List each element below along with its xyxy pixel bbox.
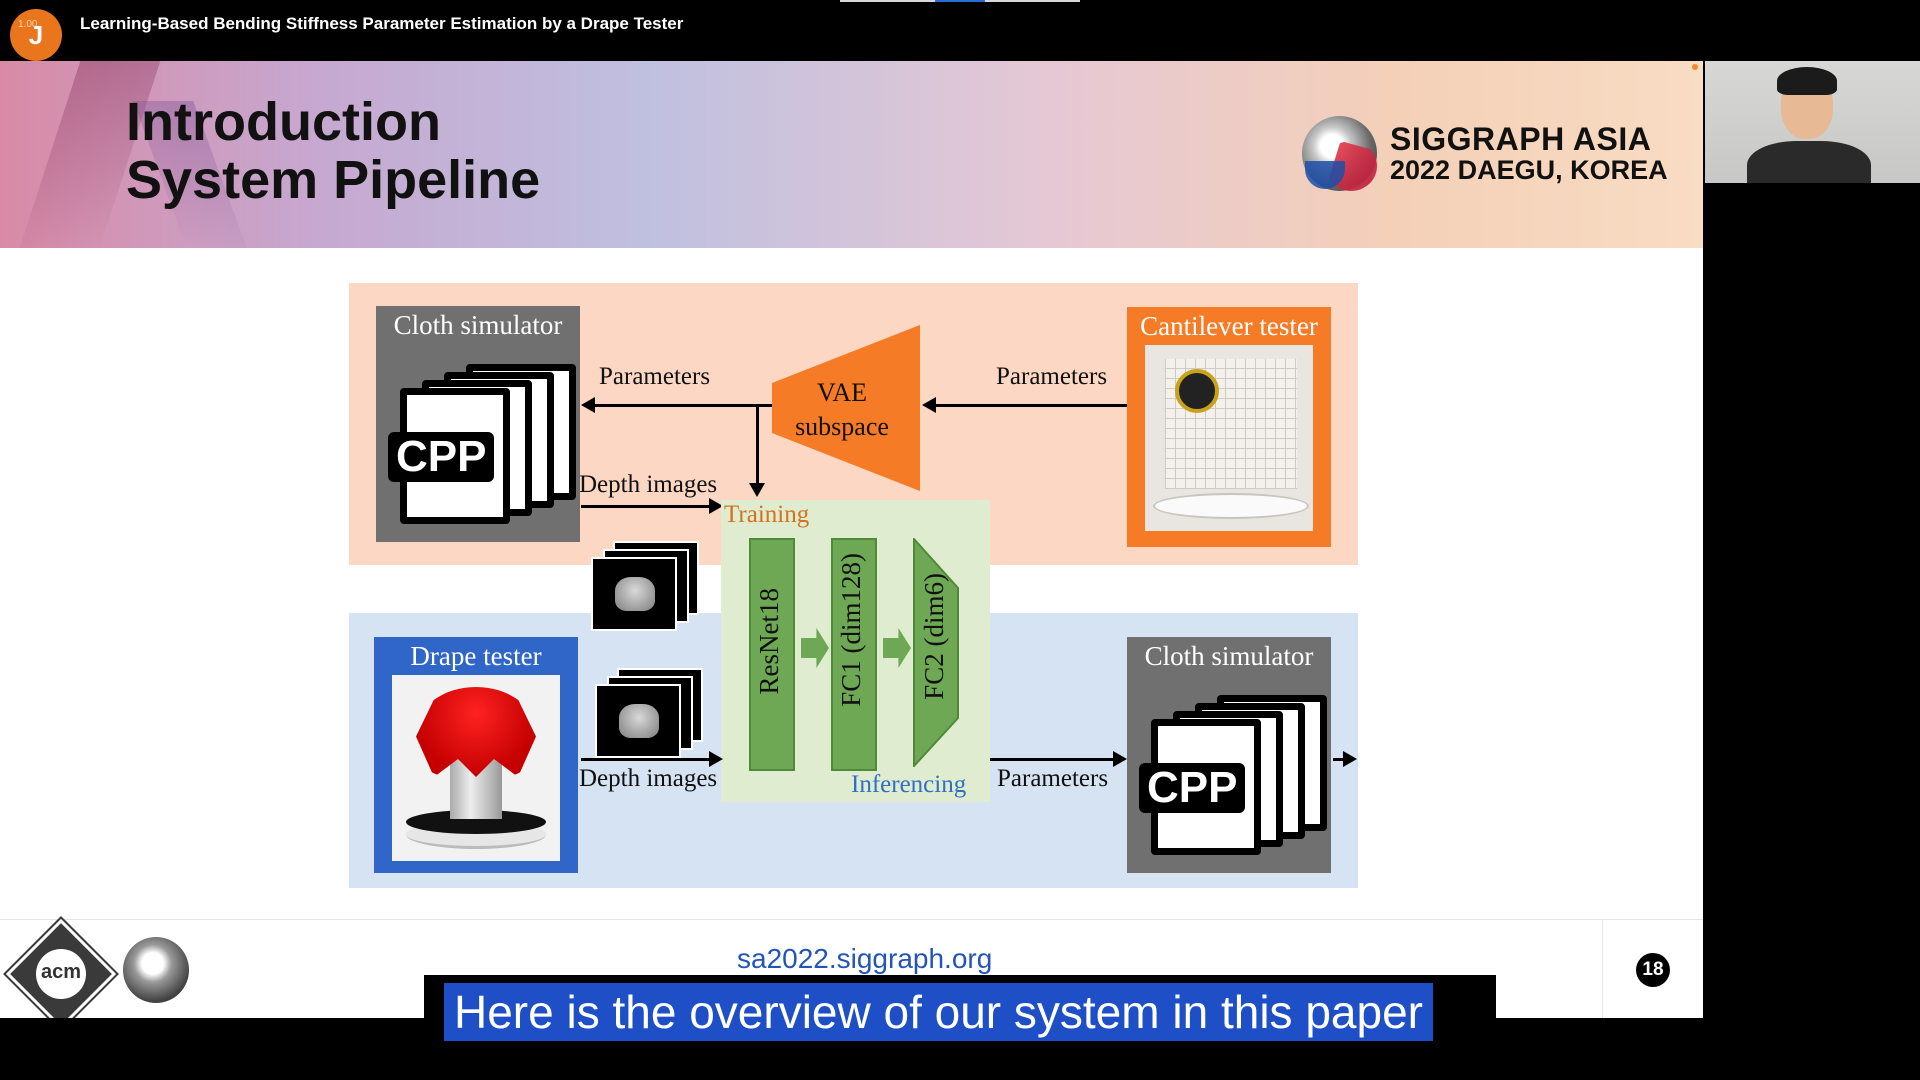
inferencing-label: Inferencing	[851, 771, 966, 799]
playback-rate: 1.00	[18, 19, 37, 30]
video-top-bar: 1.00 J Learning-Based Bending Stiffness …	[0, 0, 1920, 60]
presenter-webcam	[1705, 61, 1920, 183]
recording-dot-icon	[1692, 64, 1698, 70]
drape-tester-box: Drape tester	[374, 637, 578, 873]
tester-base	[1153, 493, 1309, 519]
slide-title-line1: Introduction	[126, 93, 540, 151]
footer-url[interactable]: sa2022.siggraph.org	[737, 943, 992, 975]
arrow-right-icon	[1113, 751, 1127, 767]
arrow-line	[581, 505, 711, 508]
cloth-simulator-bottom-box: Cloth simulator CPP	[1127, 637, 1331, 873]
presenter-hair	[1777, 67, 1837, 95]
pipeline-diagram: Cloth simulator CPP Parameters VAE subsp…	[349, 283, 1358, 888]
cpp-label: CPP	[388, 432, 494, 482]
arrow-line	[594, 404, 772, 407]
vae-label-line1: VAE	[779, 376, 905, 410]
vae-label: VAE subspace	[779, 376, 905, 444]
cpp-label: CPP	[1139, 763, 1245, 813]
arrow-left-icon	[922, 397, 936, 413]
depth-image-stack	[595, 684, 681, 758]
arrow-down-icon	[749, 483, 765, 497]
fc1-label: FC1 (dim128)	[836, 553, 867, 707]
red-cloth	[416, 687, 536, 777]
slide-title: Introduction System Pipeline	[126, 93, 540, 209]
cantilever-tester-title: Cantilever tester	[1127, 311, 1331, 342]
fc2-label: FC2 (dim6)	[919, 573, 950, 700]
arrow-left-icon	[581, 397, 595, 413]
cloth-simulator-top-box: Cloth simulator CPP	[376, 306, 580, 542]
arrow-line	[756, 405, 759, 485]
cantilever-photo	[1145, 345, 1313, 531]
conference-location: 2022 DAEGU, KOREA	[1390, 155, 1668, 186]
training-label: Training	[724, 501, 809, 529]
resnet-label: ResNet18	[754, 588, 785, 694]
presenter-avatar[interactable]: 1.00 J	[10, 9, 62, 61]
drape-tester-photo	[392, 675, 560, 861]
siggraph-mono-logo-icon	[123, 937, 189, 1003]
footer-vertical-divider	[1602, 919, 1603, 1018]
page-number: 18	[1636, 953, 1670, 987]
cloth-simulator-top-title: Cloth simulator	[376, 310, 580, 341]
progress-indicator-active	[935, 0, 985, 2]
presentation-slide: Introduction System Pipeline SIGGRAPH AS…	[0, 61, 1703, 1018]
drape-tester-title: Drape tester	[374, 641, 578, 672]
presenter-body	[1747, 141, 1871, 183]
cloth-simulator-bottom-title: Cloth simulator	[1127, 641, 1331, 672]
arrow-line	[581, 758, 711, 761]
slide-header: Introduction System Pipeline SIGGRAPH AS…	[0, 61, 1703, 248]
footer-divider	[0, 919, 1703, 920]
arrow-line	[990, 758, 1115, 761]
vae-label-line2: subspace	[779, 410, 905, 444]
motor-icon	[1175, 369, 1219, 413]
parameters-label: Parameters	[996, 363, 1107, 391]
slide-title-line2: System Pipeline	[126, 151, 540, 209]
drape-depth-shape	[615, 577, 655, 611]
depth-image-stack	[591, 557, 677, 631]
parameters-label: Parameters	[997, 765, 1108, 793]
depth-images-label: Depth images	[579, 471, 717, 499]
drape-depth-shape	[619, 704, 659, 738]
conference-name: SIGGRAPH ASIA	[1390, 121, 1651, 158]
acm-logo-text: acm	[36, 961, 86, 984]
cantilever-tester-box: Cantilever tester	[1127, 307, 1331, 547]
video-title: Learning-Based Bending Stiffness Paramet…	[80, 14, 683, 34]
parameters-label: Parameters	[599, 363, 710, 391]
subtitle-caption: Here is the overview of our system in th…	[444, 983, 1433, 1041]
arrow-right-icon	[1343, 751, 1357, 767]
depth-images-label: Depth images	[579, 765, 717, 793]
arrow-line	[935, 404, 1127, 407]
